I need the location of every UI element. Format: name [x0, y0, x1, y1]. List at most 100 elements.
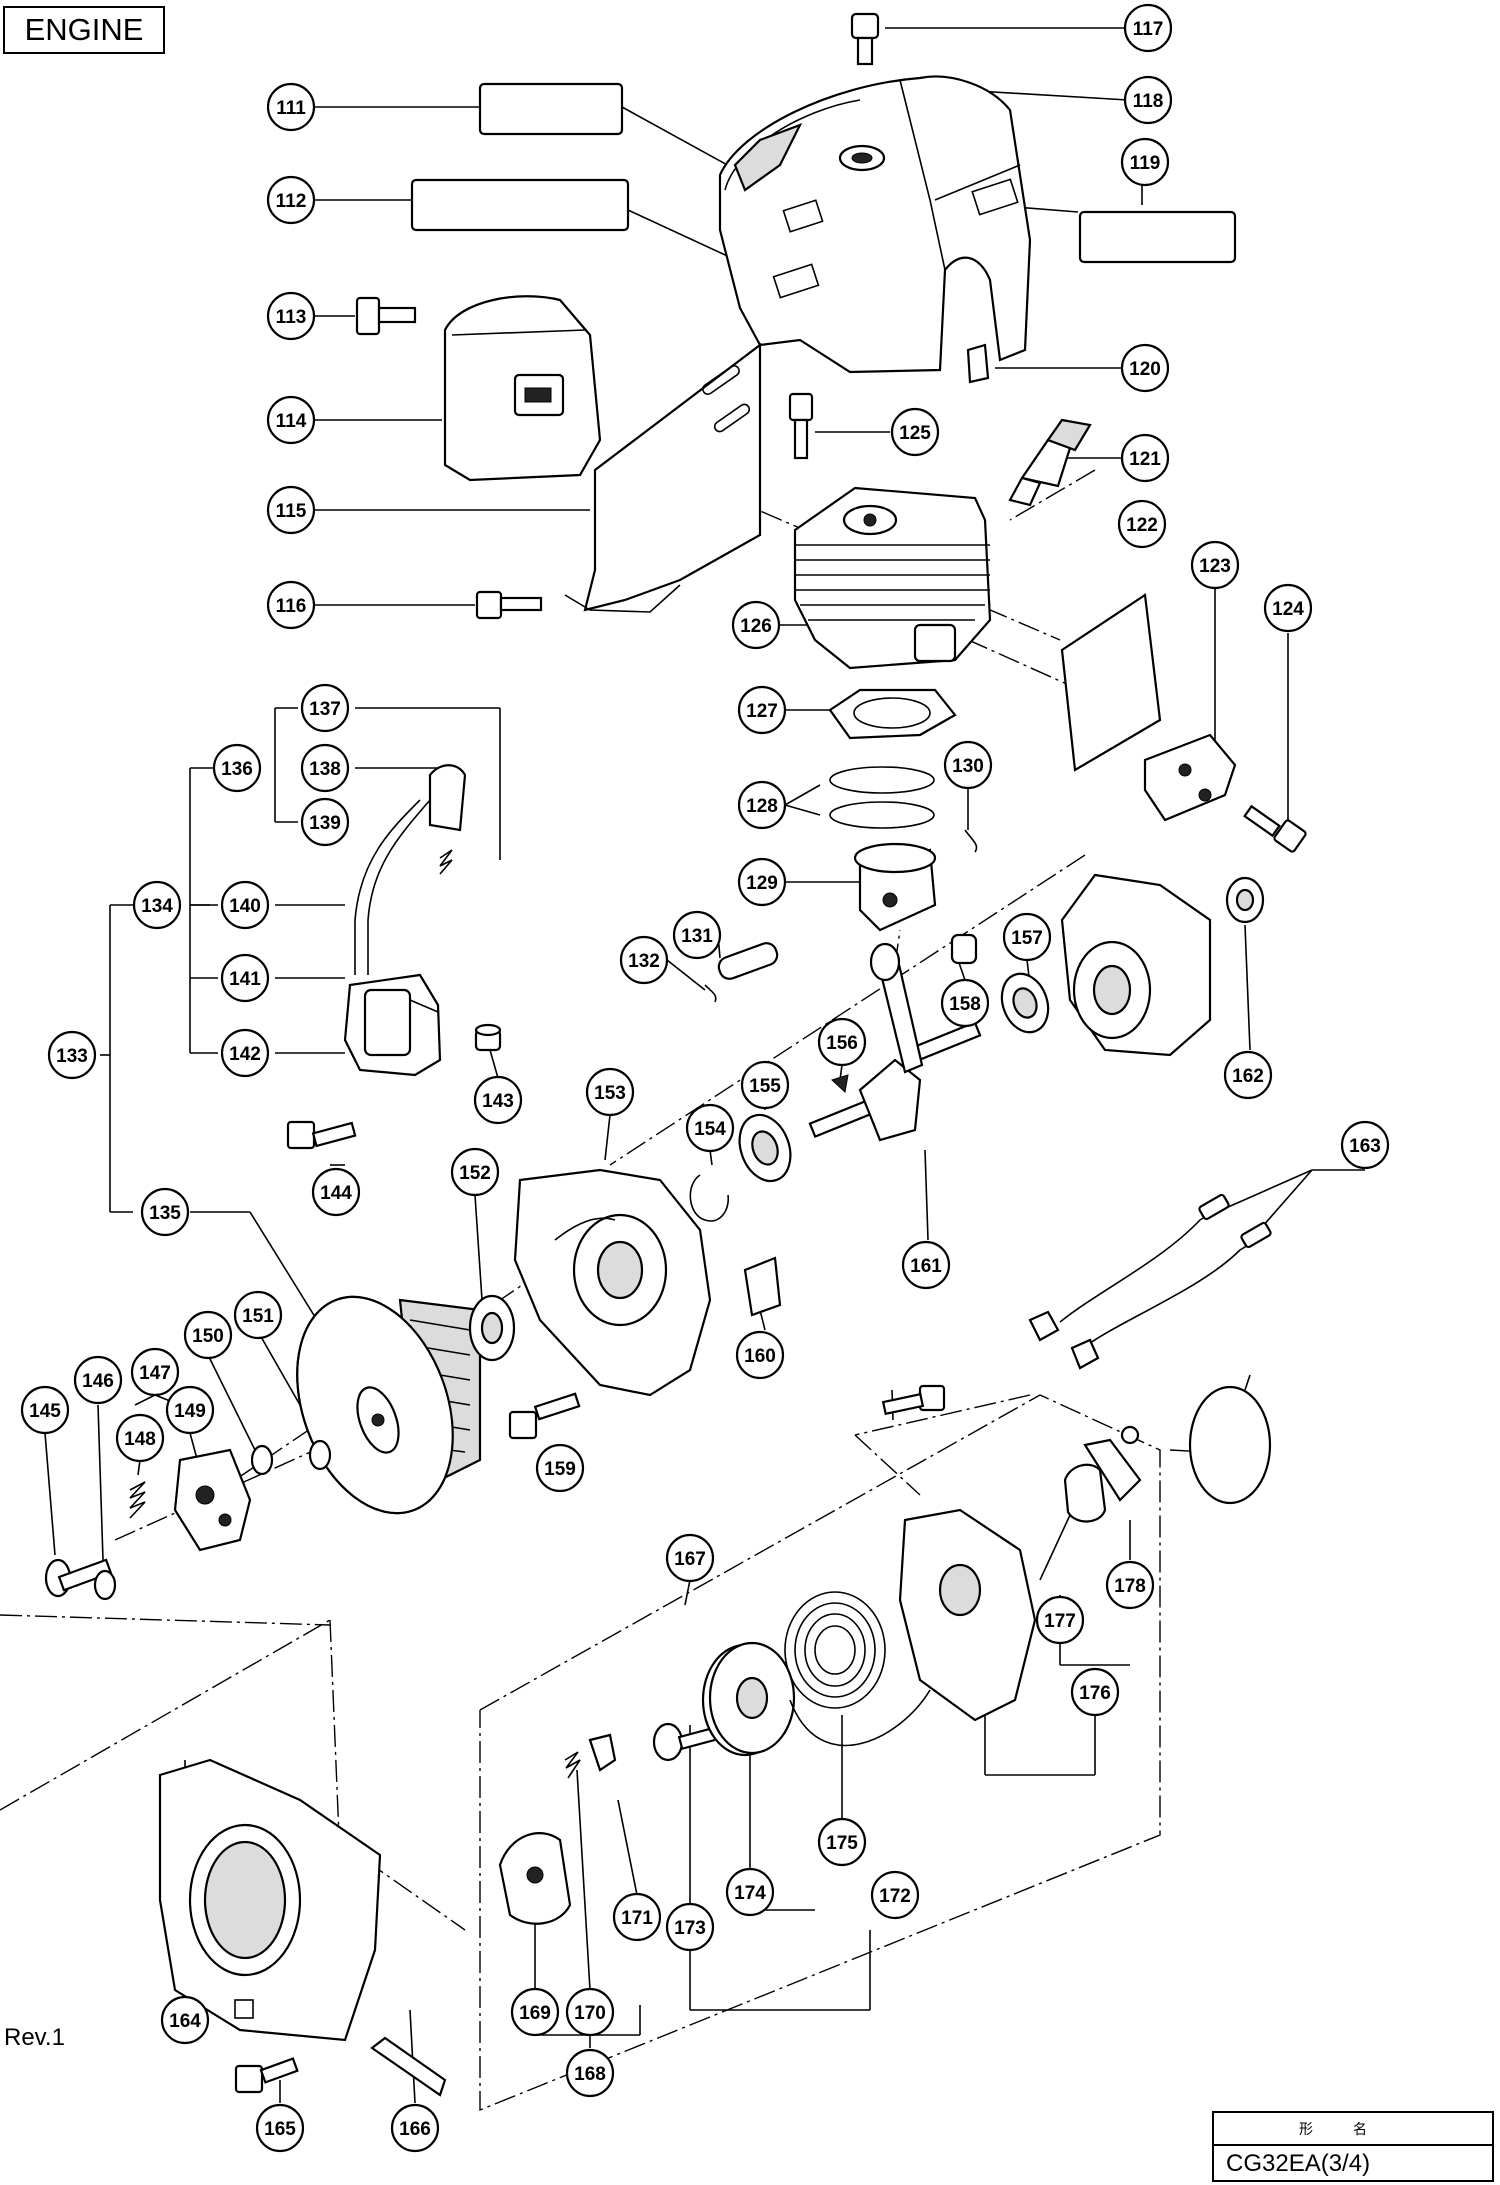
part-number-140: 140 [220, 880, 270, 930]
part-number-label: 122 [1126, 515, 1158, 536]
spiral-spring-icon [784, 1591, 886, 1709]
ignition-coil-icon [343, 764, 467, 1077]
part-number-label: 150 [192, 1326, 224, 1347]
spacer-icon [474, 1023, 502, 1052]
part-number-label: 128 [746, 796, 778, 817]
bolt-icon [286, 1120, 357, 1150]
part-number-165: 165 [255, 2103, 305, 2153]
part-number-label: 152 [459, 1163, 491, 1184]
part-number-label: 156 [826, 1033, 858, 1054]
part-number-label: 146 [82, 1371, 114, 1392]
part-number-135: 135 [140, 1187, 190, 1237]
part-number-160: 160 [735, 1330, 785, 1380]
part-number-119: 119 [1120, 137, 1170, 187]
piston-icon [853, 842, 937, 932]
cord-icon [1028, 1193, 1272, 1370]
pawl-icon [588, 1733, 617, 1772]
part-number-146: 146 [73, 1355, 123, 1405]
part-number-174: 174 [725, 1867, 775, 1917]
part-number-141: 141 [220, 953, 270, 1003]
label-112-plate [410, 178, 630, 232]
part-number-173: 173 [665, 1902, 715, 1952]
part-number-143: 143 [473, 1075, 523, 1125]
key-icon [831, 1074, 849, 1093]
part-number-label: 167 [674, 1549, 706, 1570]
part-number-label: 119 [1130, 153, 1161, 174]
part-number-164: 164 [160, 1995, 210, 2045]
gasket-icon [828, 688, 957, 740]
model-number: CG32EA(3/4) [1226, 2150, 1371, 2177]
part-number-label: 154 [694, 1119, 726, 1140]
part-number-145: 145 [20, 1385, 70, 1435]
insulator-icon [1143, 733, 1237, 822]
cylinder-icon [793, 486, 992, 670]
spark-plug-icon [1008, 418, 1092, 507]
gasket-icon [1060, 593, 1162, 772]
part-number-label: 137 [309, 699, 341, 720]
part-number-label: 139 [309, 813, 341, 834]
part-number-label: 148 [124, 1429, 156, 1450]
part-number-label: 124 [1272, 599, 1304, 620]
bush-icon [250, 1444, 274, 1476]
part-number-126: 126 [731, 600, 781, 650]
part-number-148: 148 [115, 1413, 165, 1463]
part-number-162: 162 [1223, 1050, 1273, 1100]
part-number-169: 169 [510, 1987, 560, 2037]
oil-seal-icon [1225, 876, 1265, 924]
part-number-137: 137 [300, 683, 350, 733]
clutch-icon [173, 1448, 252, 1552]
part-number-131: 131 [672, 910, 722, 960]
part-number-168: 168 [565, 2048, 615, 2098]
part-number-label: 174 [734, 1883, 766, 1904]
part-number-label: 163 [1349, 1136, 1381, 1157]
part-number-label: 117 [1133, 19, 1164, 40]
part-number-171: 171 [612, 1892, 662, 1942]
part-number-132: 132 [619, 935, 669, 985]
part-number-114: 114 [266, 395, 316, 445]
starter-handle-icon [1039, 1425, 1142, 1581]
part-number-161: 161 [901, 1240, 951, 1290]
part-number-label: 114 [276, 411, 307, 432]
part-number-label: 138 [309, 759, 341, 780]
part-number-113: 113 [266, 291, 316, 341]
part-number-127: 127 [737, 685, 787, 735]
part-number-label: 145 [29, 1401, 61, 1422]
washer-icon [93, 1569, 117, 1601]
part-number-116: 116 [266, 580, 316, 630]
model-box [1212, 2144, 1494, 2182]
plate-icon [370, 2036, 447, 2097]
part-number-label: 162 [1232, 1066, 1264, 1087]
bearing-icon [468, 1294, 516, 1362]
part-number-153: 153 [585, 1067, 635, 1117]
crankshaft-icon [808, 942, 982, 1142]
part-number-117: 117 [1123, 3, 1173, 53]
part-number-label: 140 [229, 896, 261, 917]
part-number-label: 144 [320, 1183, 352, 1204]
part-number-133: 133 [47, 1030, 97, 1080]
recoil-starter-icon [789, 1508, 1037, 1747]
part-number-147: 147 [130, 1347, 180, 1397]
bearing-icon [1000, 972, 1050, 1034]
part-number-label: 159 [544, 1459, 576, 1480]
part-number-label: 176 [1079, 1683, 1111, 1704]
revision-label: Rev.1 [4, 2024, 65, 2051]
part-number-label: 141 [229, 969, 261, 990]
part-number-124: 124 [1263, 583, 1313, 633]
part-number-149: 149 [165, 1385, 215, 1435]
diagram-title: ENGINE [3, 6, 165, 54]
part-number-label: 177 [1044, 1611, 1076, 1632]
bolt-icon [234, 2057, 299, 2094]
part-number-label: 118 [1133, 91, 1164, 112]
part-number-label: 165 [264, 2119, 296, 2140]
part-number-139: 139 [300, 797, 350, 847]
part-number-label: 175 [826, 1833, 858, 1854]
part-number-label: 126 [740, 616, 772, 637]
spring-icon [129, 1481, 146, 1519]
part-number-151: 151 [233, 1290, 283, 1340]
part-number-123: 123 [1190, 540, 1240, 590]
part-number-label: 164 [169, 2011, 201, 2032]
part-number-170: 170 [565, 1987, 615, 2037]
part-number-label: 130 [952, 756, 984, 777]
bolt-icon [788, 392, 814, 460]
